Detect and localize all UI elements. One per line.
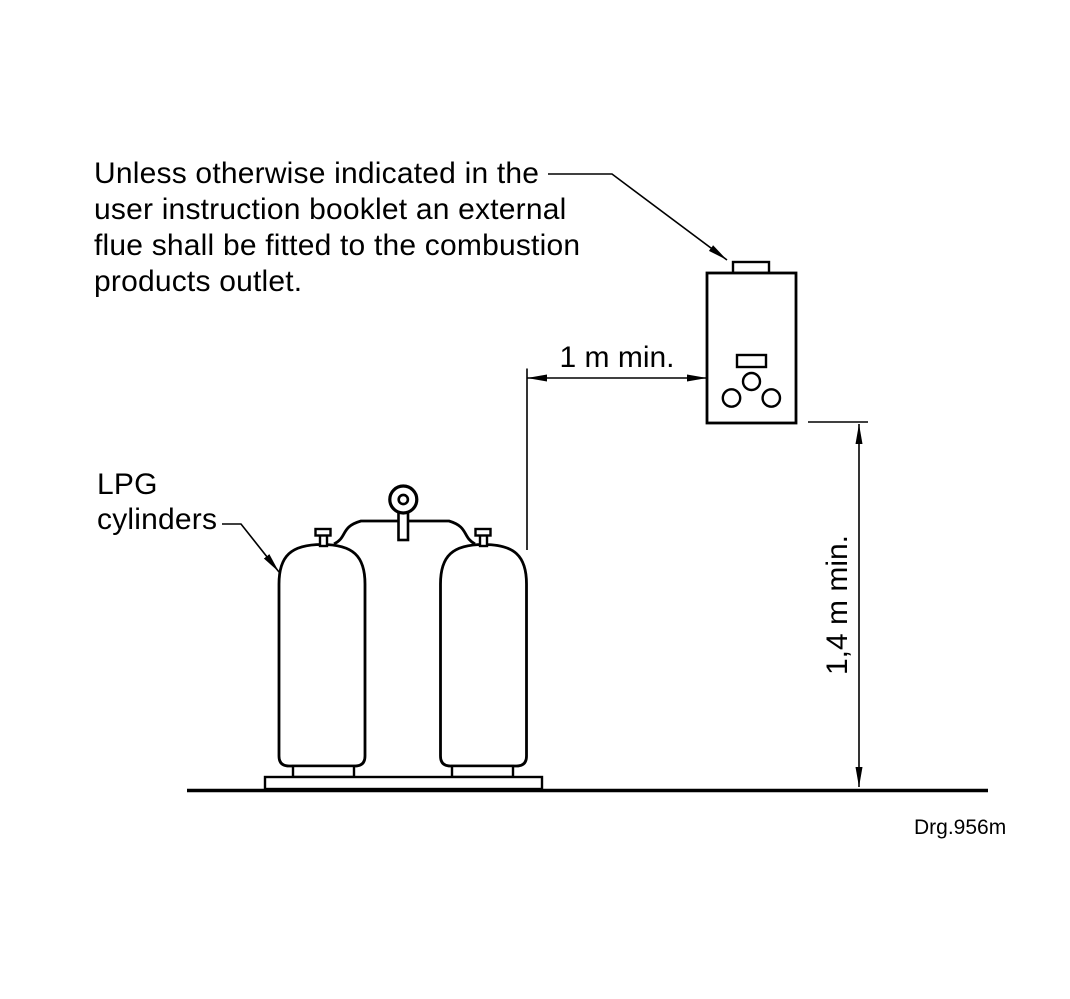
flue-note-line-4: products outlet. bbox=[94, 265, 303, 298]
heater-knob-right bbox=[761, 388, 782, 408]
lpg-label-line-1: LPG bbox=[97, 468, 158, 501]
horizontal-clearance-label: 1 m min. bbox=[559, 341, 675, 374]
base-plate bbox=[263, 775, 544, 791]
flue-note-line-2: user instruction booklet an external bbox=[94, 193, 567, 226]
cylinder-valve-left bbox=[314, 527, 332, 548]
flue-outlet bbox=[731, 260, 771, 275]
lpg-leader-line bbox=[222, 523, 280, 573]
pressure-gauge bbox=[388, 484, 419, 542]
lpg-cylinders-label: LPG cylinders bbox=[97, 467, 217, 537]
cylinder-foot-left bbox=[291, 764, 356, 779]
lpg-cylinder-assembly bbox=[263, 484, 544, 791]
cylinder-right bbox=[439, 543, 528, 768]
heater-display bbox=[735, 353, 768, 369]
dimension-horizontal bbox=[526, 368, 707, 550]
gauge-dial-center bbox=[397, 493, 410, 506]
flue-note-line-3: flue shall be fitted to the combustion bbox=[94, 229, 581, 262]
cylinder-valve-right bbox=[474, 527, 492, 548]
flue-note: Unless otherwise indicated in the user i… bbox=[94, 156, 580, 300]
drawing-number: Drg.956m bbox=[914, 816, 1007, 839]
lpg-label-line-2: cylinders bbox=[97, 503, 218, 536]
vertical-clearance-label: 1,4 m min. bbox=[821, 534, 854, 676]
heater-body bbox=[705, 271, 798, 425]
note-leader-line bbox=[548, 173, 728, 261]
flue-note-line-1: Unless otherwise indicated in the bbox=[94, 157, 540, 190]
heater-knob-left bbox=[721, 388, 742, 408]
heater-knob-top bbox=[741, 371, 762, 392]
cylinder-left bbox=[277, 543, 367, 768]
water-heater bbox=[705, 260, 798, 425]
dimension-vertical bbox=[808, 421, 868, 787]
cylinder-foot-right bbox=[450, 764, 515, 779]
